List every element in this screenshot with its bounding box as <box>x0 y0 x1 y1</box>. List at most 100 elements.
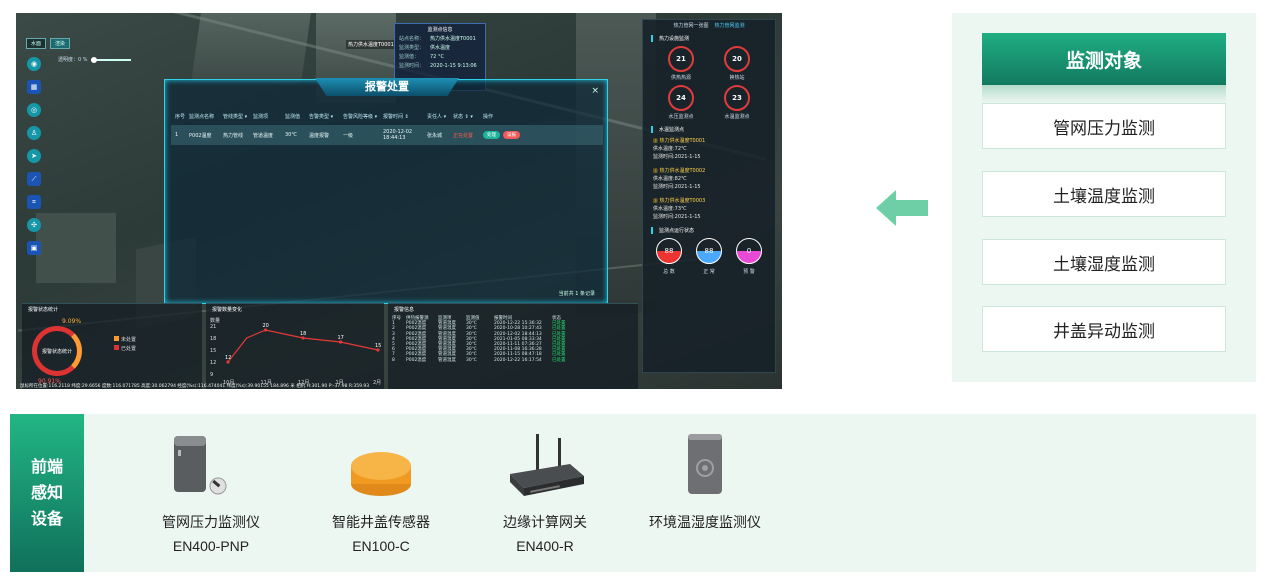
col-header: 序号 <box>175 114 186 120</box>
table-cell: P002温度 <box>406 347 427 353</box>
col-header: 监测项 <box>253 114 269 120</box>
opacity-slider[interactable] <box>90 56 131 63</box>
device-model: EN100-C <box>352 538 410 554</box>
table-cell: P002温度 <box>406 357 427 363</box>
col-header-filter[interactable]: 状态 ⇕ ▾ <box>453 114 473 120</box>
pct-label: 9.09% <box>62 318 82 325</box>
close-icon[interactable]: × <box>591 86 599 96</box>
table-cell: 已处置 <box>552 352 566 358</box>
alarm-modal: 报警处置 × 序号 监测点名称 管线类型 ▾ 监测项 监测值 告警类型 ▾ 告警… <box>164 78 608 304</box>
tab-heat-map[interactable]: 热力管网一张图 <box>673 23 709 29</box>
col-header-filter[interactable]: 告警类型 ▾ <box>309 114 334 120</box>
y-axis-unit: 数量 <box>210 317 220 324</box>
locate-icon[interactable]: ◎ <box>27 103 41 117</box>
cell-time: 2020-12-02 18:44:13 <box>383 129 413 141</box>
top-toggle-group: 水面 渲染 <box>26 38 71 49</box>
water-toggle-button[interactable]: 水面 <box>26 38 47 49</box>
status-value: 0 <box>736 238 762 264</box>
table-cell: 5 <box>392 342 395 348</box>
sensor-time: 监测时间:2021-1-15 <box>653 184 701 190</box>
table-cell: 管道温度 <box>438 347 456 353</box>
table-cell: 30℃ <box>466 352 477 358</box>
data-point <box>226 360 230 364</box>
device-card: 边缘计算网关 EN400-R <box>470 414 620 558</box>
sensor-temp: 供水温度:82℃ <box>653 176 687 182</box>
user-icon[interactable]: ♙ <box>27 126 41 140</box>
monitoring-item: 土壤温度监测 <box>982 171 1226 217</box>
grid-icon[interactable]: ▦ <box>27 80 41 94</box>
x-tick-label: 12月 <box>298 380 309 386</box>
data-label: 17 <box>338 335 344 341</box>
measure-icon[interactable]: ⟋ <box>27 172 41 186</box>
pager: 当前共 1 条记录 <box>558 291 595 297</box>
tab-heat-monitor[interactable]: 热力管网监测 <box>714 23 745 29</box>
status-label: 总 数 <box>663 269 675 275</box>
render-toggle-button[interactable]: 渲染 <box>50 38 71 49</box>
table-cell: 管道温度 <box>438 336 456 342</box>
table-cell: 已处置 <box>552 321 566 327</box>
table-cell: 4 <box>392 336 395 342</box>
network-icon[interactable]: ✣ <box>27 218 41 232</box>
table-cell: 已处置 <box>552 336 566 342</box>
image-icon[interactable]: ▣ <box>27 241 41 255</box>
sensor-time: 监测时间:2021-1-15 <box>653 154 701 160</box>
panel-title: 报警信息 <box>394 307 415 313</box>
sensor-temp: 供水温度:73℃ <box>653 206 687 212</box>
table-cell: 监测值 <box>466 316 480 321</box>
col-header-filter[interactable]: 责任人 ▾ <box>427 114 447 120</box>
arrow-left-icon <box>876 190 928 226</box>
table-cell: P002温度 <box>406 352 427 358</box>
device-name: 边缘计算网关 <box>503 514 587 530</box>
manhole-sensor-icon <box>306 414 456 510</box>
false-alarm-button[interactable]: 误报 <box>503 131 520 139</box>
map-point-label[interactable]: 热力供水温度T0001 <box>346 40 396 49</box>
table-cell: 2020-12-02 18:44:13 <box>494 331 542 337</box>
table-cell: 2020-11-08 16:36:28 <box>494 347 542 353</box>
cell-alarm: 温度报警 <box>309 132 330 139</box>
table-cell: 供热报警源 <box>406 316 429 321</box>
opacity-slider-row: 透明度：0 % <box>58 56 131 63</box>
popup-row: 监测类型：供水温度 <box>399 44 481 53</box>
device-name: 环境温湿度监测仪 <box>649 514 761 530</box>
popup-value: 供水温度 <box>430 45 451 51</box>
table-row[interactable]: 1 P002温度 热力管线 管道温度 30℃ 温度报警 一级 2020-12-0… <box>171 125 603 145</box>
y-tick-label: 21 <box>210 324 216 330</box>
table-cell: 7 <box>392 352 395 358</box>
table-cell: 2 <box>392 326 395 332</box>
table-cell: 30℃ <box>466 336 477 342</box>
crop-icon[interactable]: ⌗ <box>27 195 41 209</box>
layers-icon[interactable]: ◉ <box>27 57 41 71</box>
x-tick-label: 11月 <box>261 380 272 386</box>
label-line: 感知 <box>30 483 63 502</box>
col-header-sort[interactable]: 报警时间 ⇕ <box>383 114 409 120</box>
table-cell: 30℃ <box>466 342 477 348</box>
stat-value: 23 <box>724 85 750 111</box>
send-icon[interactable]: ➤ <box>27 149 41 163</box>
handle-button[interactable]: 处理 <box>483 131 500 139</box>
sensor-name-row: ▥ 热力供水温度T0003 <box>653 197 775 205</box>
col-header-filter[interactable]: 管线类型 ▾ <box>223 114 248 120</box>
x-tick-label: 10月 <box>223 380 234 386</box>
table-cell: 2020-10-28 10:27:43 <box>494 326 542 332</box>
col-header-filter[interactable]: 告警风险等级 ▾ <box>343 114 378 120</box>
table-cell: P002温度 <box>406 342 427 348</box>
slider-knob[interactable] <box>90 56 97 63</box>
cell-value: 30℃ <box>285 132 297 138</box>
humidity-monitor-icon <box>630 414 780 510</box>
status-value: 88 <box>696 238 722 264</box>
table-cell: 管道温度 <box>438 352 456 358</box>
